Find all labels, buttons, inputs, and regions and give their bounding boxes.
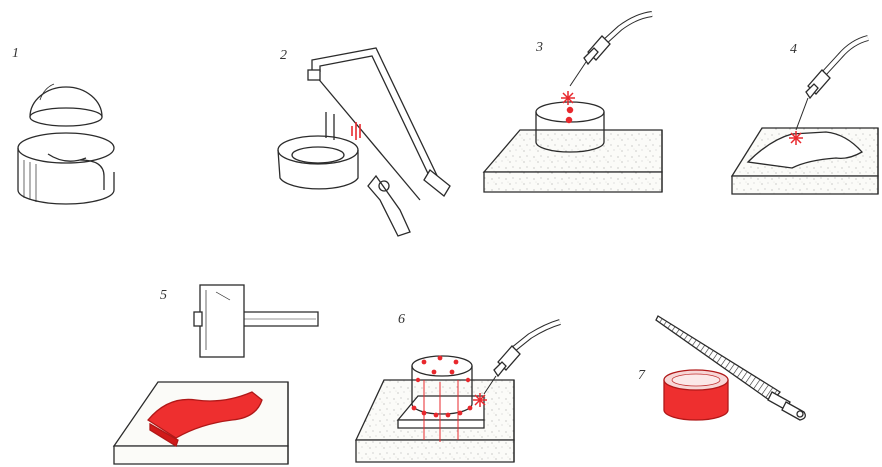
step-5-illustration: [114, 285, 318, 464]
rolled-strip-ring: [18, 133, 114, 204]
torch-4: [796, 38, 868, 130]
step-7-illustration: [656, 316, 805, 420]
saw-contact-spark: [352, 122, 360, 140]
ring-being-sawn: [278, 112, 358, 189]
step-1-illustration: [18, 84, 114, 204]
step-4-illustration: [732, 38, 878, 194]
step-3-illustration: [484, 14, 662, 192]
flame-6: [473, 393, 487, 407]
dome-cap: [30, 84, 102, 126]
torch-3: [570, 14, 652, 86]
step-6-illustration: [356, 322, 560, 462]
red-cylinder-7: [664, 370, 728, 420]
mallet: [194, 285, 318, 357]
soldering-block-3: [484, 130, 662, 192]
flame-4: [789, 131, 803, 145]
step-2-illustration: [278, 48, 450, 236]
